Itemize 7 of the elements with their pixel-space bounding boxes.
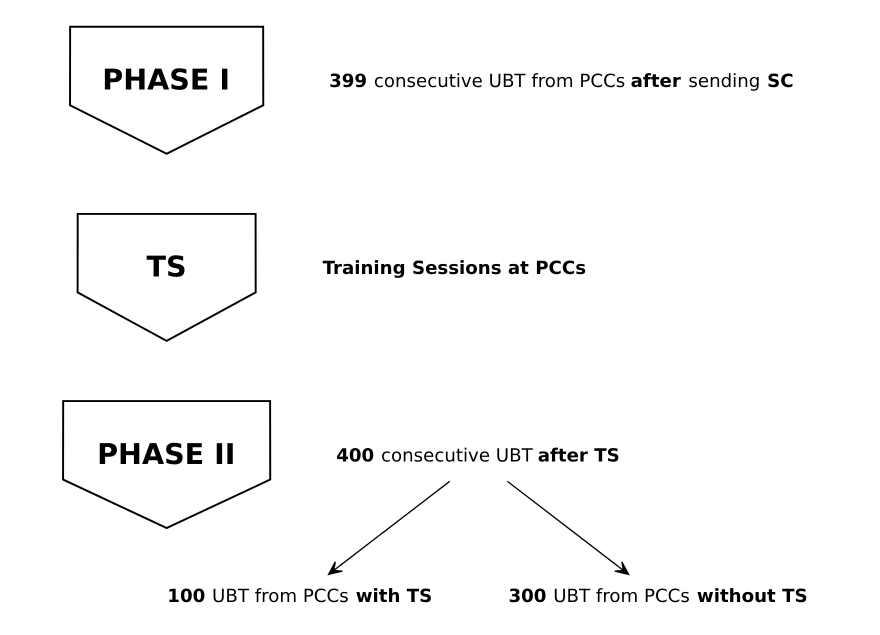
node-label: Training Sessions at PCCs xyxy=(322,258,586,280)
node-text: 400 consecutive UBT after TS xyxy=(336,445,620,466)
arrow xyxy=(506,480,629,576)
node-text: 100 UBT from PCCs with TS xyxy=(166,586,432,607)
node-label: 399 consecutive UBT from PCCs after sending SC xyxy=(328,71,794,92)
node-text: 300 UBT from PCCs without TS xyxy=(508,586,808,607)
arrow xyxy=(327,480,450,576)
